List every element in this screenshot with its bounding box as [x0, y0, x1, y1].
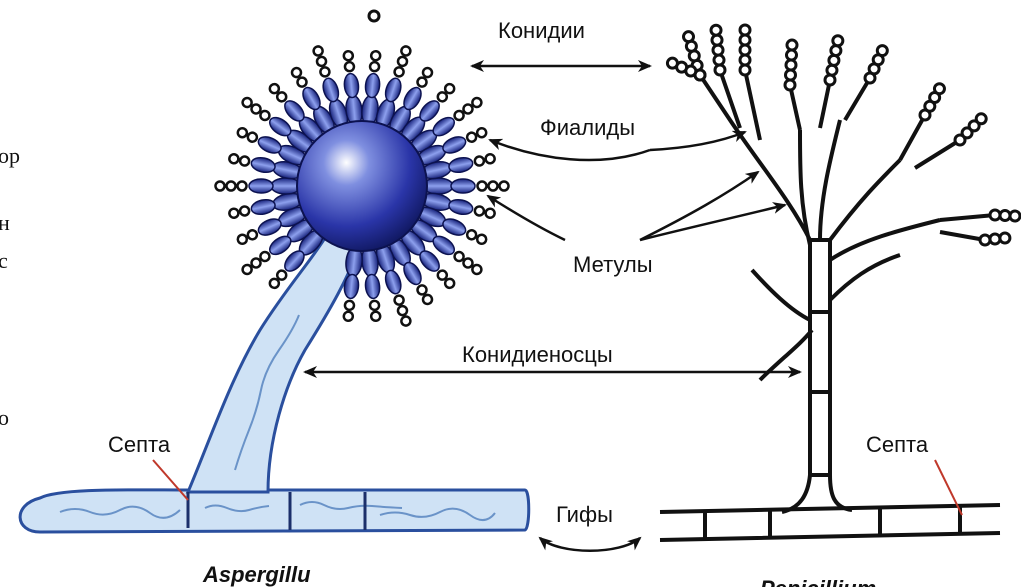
conidium — [319, 66, 330, 77]
conidium — [1000, 210, 1010, 220]
conidium — [667, 58, 677, 68]
conidium — [466, 131, 478, 143]
conidium — [684, 32, 694, 42]
conidium — [312, 45, 323, 56]
conidium — [786, 50, 796, 60]
conidium — [500, 182, 509, 191]
conidium — [785, 80, 795, 90]
conidium — [712, 35, 722, 45]
conidium — [1000, 233, 1010, 243]
aspergillus-hypha — [20, 490, 529, 532]
conidium — [229, 208, 240, 219]
conidium — [369, 11, 379, 21]
conidium — [787, 40, 797, 50]
conidium — [236, 233, 248, 245]
stalk-segments — [810, 240, 830, 475]
label-conidia: Конидии — [498, 18, 585, 43]
conidium — [474, 156, 485, 167]
arrow-metulae-right-2 — [640, 205, 785, 240]
label-metulae: Метулы — [573, 252, 653, 277]
conidium — [489, 182, 498, 191]
conidium — [239, 156, 250, 167]
clipped-text-4: о — [0, 405, 9, 430]
conidium — [740, 25, 750, 35]
label-septum-right: Септа — [866, 432, 929, 457]
arrow-metulae-left — [488, 196, 565, 240]
conidium — [371, 51, 381, 61]
conidium — [715, 65, 725, 75]
arrow-phialides-right — [650, 132, 745, 150]
clipped-text-1: ор — [0, 143, 20, 168]
aspergillus-conidiophore — [188, 238, 360, 492]
conidium — [976, 114, 986, 124]
conidium — [786, 60, 796, 70]
penicillium-conidiophore — [782, 240, 852, 512]
conidium — [397, 56, 408, 67]
conidium — [980, 235, 990, 245]
vesicle — [297, 121, 427, 251]
conidium — [785, 70, 795, 80]
conidium — [236, 127, 248, 139]
species-penicillium: Penicillium — [760, 576, 876, 587]
label-phialides: Фиалиды — [540, 115, 635, 140]
conidium — [239, 206, 250, 217]
arrow-phialides-left — [490, 140, 650, 160]
conidium — [345, 300, 355, 310]
conidium — [393, 294, 404, 305]
arrow-metulae-right-1 — [640, 172, 758, 240]
conidium — [370, 62, 380, 72]
penicillium-hypha — [660, 505, 1000, 540]
conidium — [246, 131, 258, 143]
penicillium-branches — [700, 70, 995, 380]
phialide — [423, 178, 509, 194]
conidium — [714, 55, 724, 65]
conidium — [246, 229, 258, 241]
conidium — [476, 233, 488, 245]
conidium — [877, 46, 887, 56]
species-aspergillus: Aspergillu — [202, 562, 311, 587]
conidium — [343, 51, 353, 61]
conidium — [216, 182, 225, 191]
conidium — [397, 305, 408, 316]
conidium — [400, 315, 411, 326]
phialide — [216, 178, 302, 194]
penicillium — [660, 25, 1020, 540]
conidium — [229, 153, 240, 164]
conidium — [485, 208, 496, 219]
conidia-chains — [667, 25, 1020, 245]
label-conidiophores: Конидиеносцы — [462, 342, 613, 367]
conidium — [934, 84, 944, 94]
conidium — [711, 25, 721, 35]
conidium — [833, 36, 843, 46]
conidium — [370, 300, 380, 310]
conidium — [316, 56, 327, 67]
clipped-text-3: с — [0, 248, 8, 273]
conidium — [466, 229, 478, 241]
conidium — [1010, 211, 1020, 221]
conidium — [227, 182, 236, 191]
conidium — [345, 62, 355, 72]
conidium — [990, 234, 1000, 244]
conidium — [990, 210, 1000, 220]
conidium — [371, 311, 381, 321]
conidium — [478, 182, 487, 191]
clipped-text-2: н — [0, 210, 10, 235]
conidium — [485, 153, 496, 164]
conidium — [476, 127, 488, 139]
conidium — [393, 66, 404, 77]
arrow-hyphae — [540, 538, 640, 551]
label-septum-left: Септа — [108, 432, 171, 457]
conidium — [474, 206, 485, 217]
conidium — [238, 182, 247, 191]
conidium — [343, 311, 353, 321]
label-hyphae: Гифы — [556, 502, 613, 527]
conidium — [400, 45, 411, 56]
aspergillus — [20, 11, 529, 532]
conidium — [713, 45, 723, 55]
